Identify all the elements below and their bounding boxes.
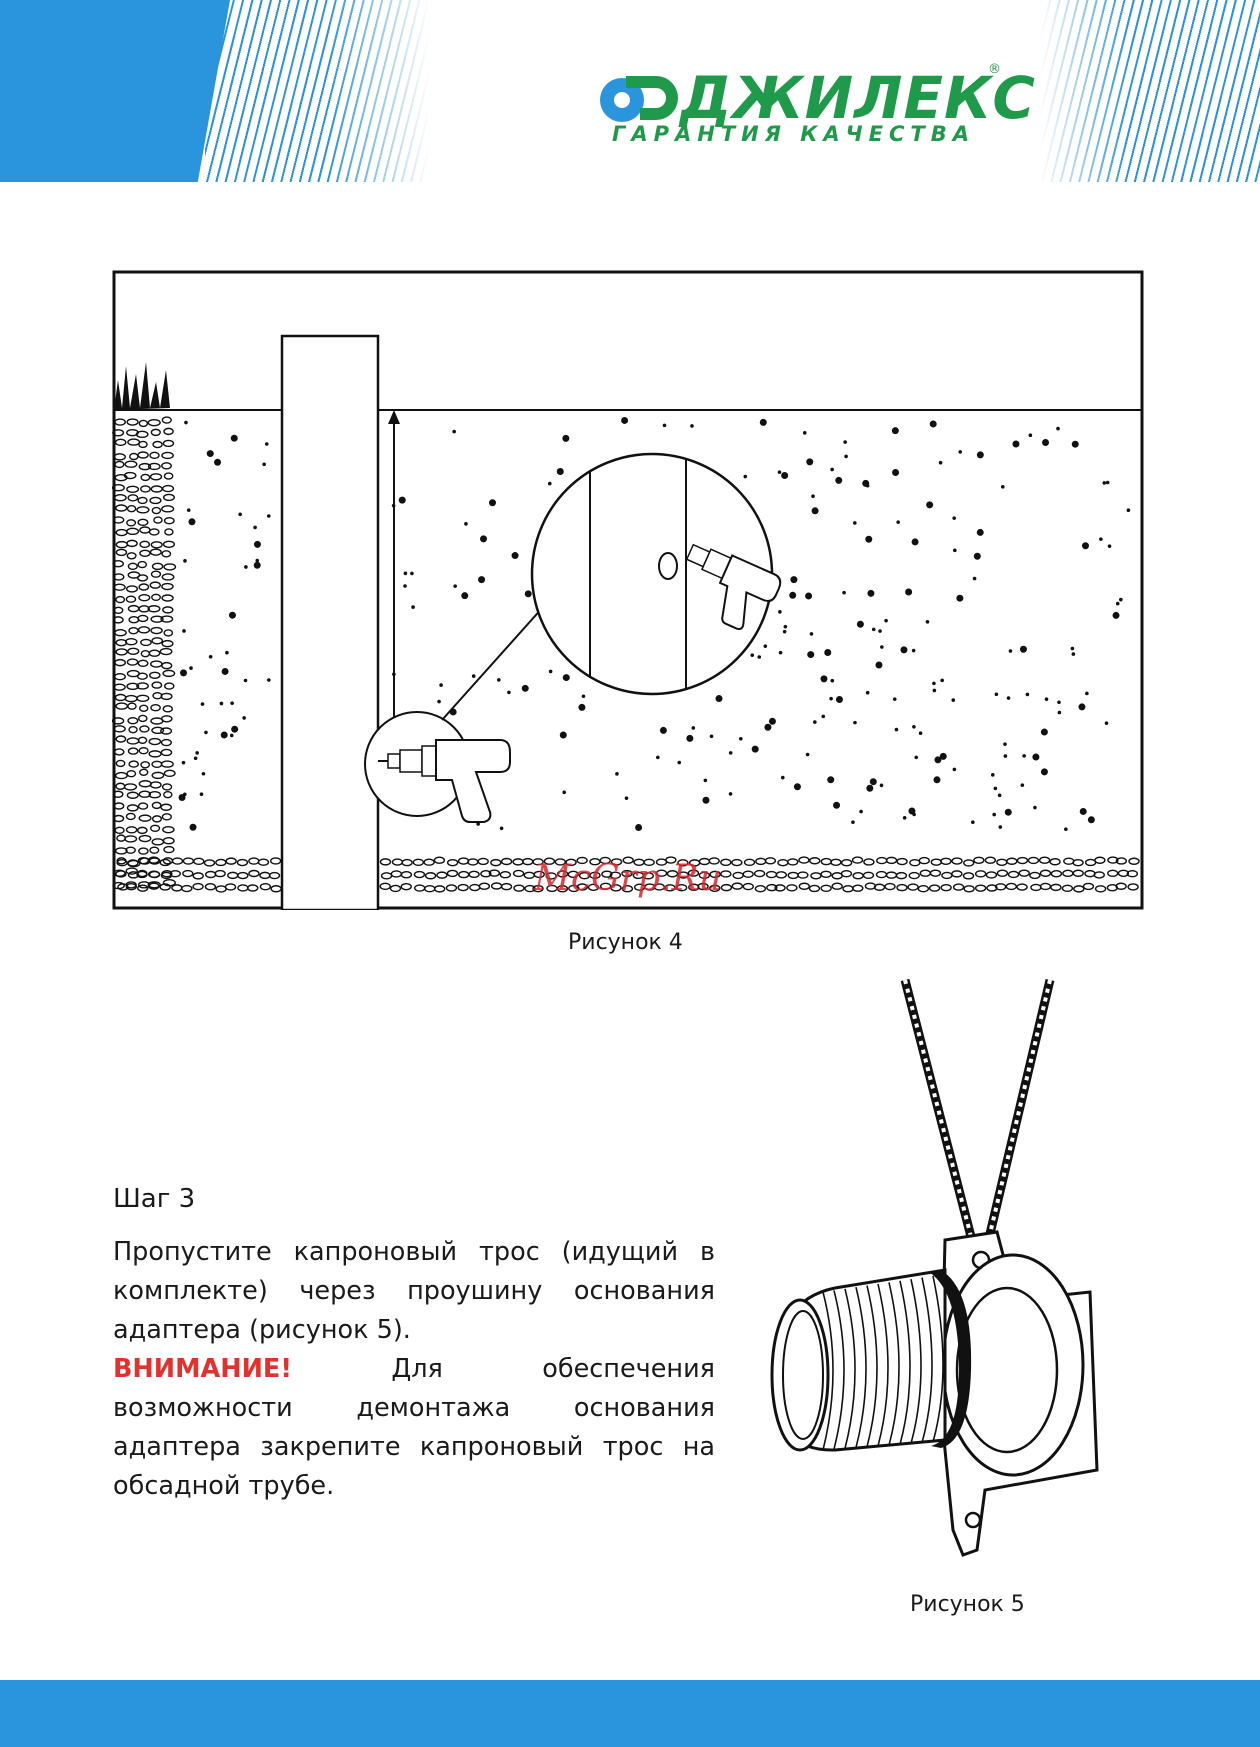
jileks-logo-icon — [592, 70, 682, 128]
figure-4-caption: Рисунок 4 — [568, 930, 683, 955]
figure-5-caption: Рисунок 5 — [910, 1592, 1025, 1617]
warning-paragraph: ВНИМАНИЕ! Для обеспечения возможности де… — [113, 1350, 715, 1506]
step-paragraph: Пропустите капроновый трос (идущий в ком… — [113, 1233, 715, 1350]
header-blue-corner — [0, 0, 230, 182]
registered-mark: ® — [988, 62, 1001, 77]
well-adapter-icon — [745, 970, 1125, 1580]
brand-slogan: ГАРАНТИЯ КАЧЕСТВА — [612, 122, 975, 146]
step-title: Шаг 3 — [113, 1184, 195, 1214]
brand-logo: ДЖИЛЕКС ® ГАРАНТИЯ КАЧЕСТВА — [592, 62, 1012, 152]
warning-label: ВНИМАНИЕ! — [113, 1354, 292, 1384]
figure-4-illustration — [112, 270, 1144, 910]
page-footer — [0, 1680, 1260, 1747]
header-hatch-left — [205, 0, 430, 182]
watermark: McGrp.Ru — [534, 858, 722, 899]
header-hatch-right — [1040, 0, 1260, 182]
brand-name: ДЖИЛЕКС — [680, 66, 1036, 130]
step-instructions: Пропустите капроновый трос (идущий в ком… — [113, 1233, 715, 1506]
page-header: ДЖИЛЕКС ® ГАРАНТИЯ КАЧЕСТВА — [0, 0, 1260, 185]
